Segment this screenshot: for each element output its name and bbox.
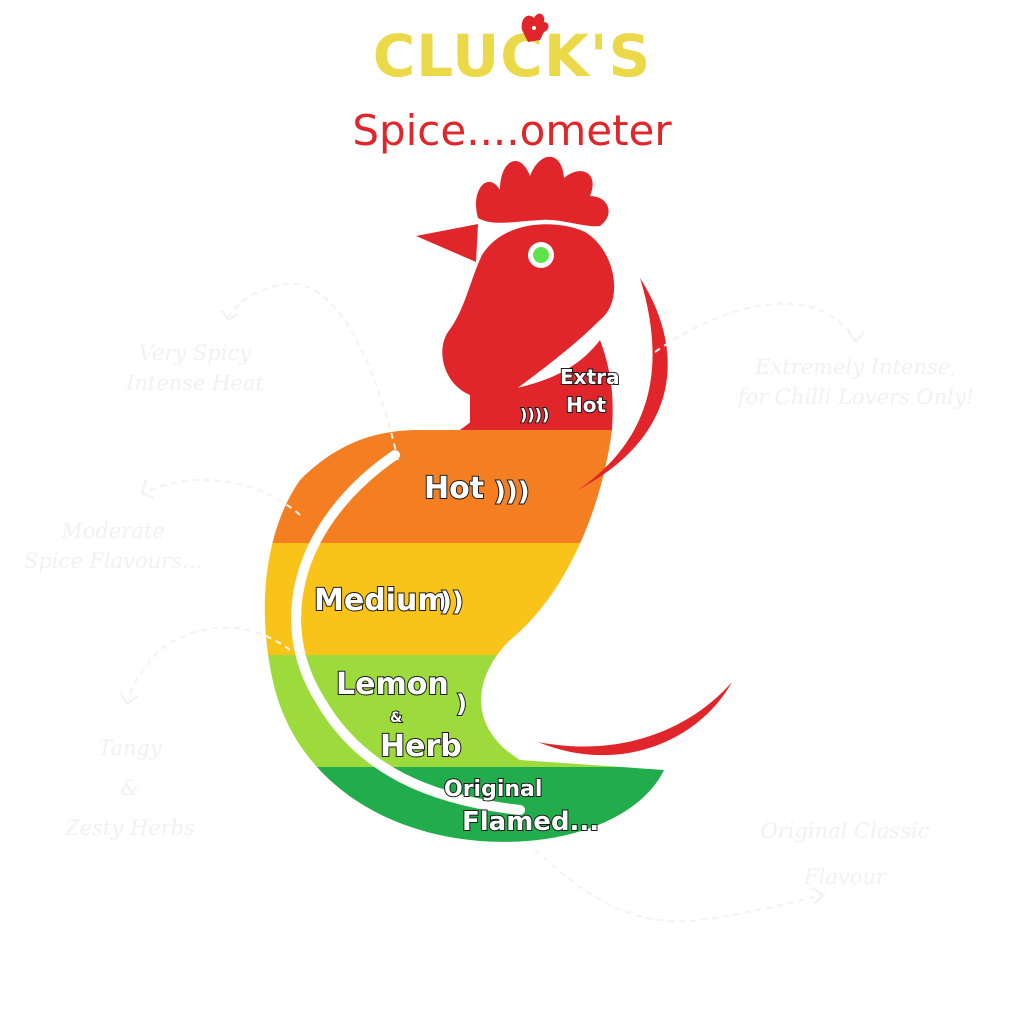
rooster-eye [533,247,549,263]
arrowhead-original [811,887,826,905]
rooster-neck [470,340,613,430]
rooster-comb [476,156,609,227]
page-title: Spice....ometer [352,106,672,155]
level-label-lemon: Lemon [336,667,449,702]
arrow-very-spicy [227,282,399,461]
arrowhead-extreme [847,331,865,344]
annotation-arrows [127,282,856,923]
arrow-extreme [654,302,856,353]
tail-feather [538,682,732,756]
level-label-herb: Herb [380,729,462,764]
brand-logo-text: CLUCK'S [372,22,652,90]
rooster-head [442,224,615,430]
note-moderate: Moderate Spice Flavours... [23,519,203,573]
arrow-heads [119,309,865,905]
note-original: Original Classic Flavour [760,819,930,889]
arrow-tangy [127,626,291,701]
arrow-moderate [149,478,301,516]
back-feather [578,278,668,490]
arrow-original [534,849,823,923]
level-label-extra-hot-line1: Extra [560,365,619,389]
level-label-medium: Medium [314,583,449,618]
level-label-ampersand: & [390,710,402,726]
level-marks-hot: ))) [494,477,530,507]
note-extreme: Extremely Intense, for Chilli Lovers Onl… [737,355,975,409]
note-tangy: Tangy & Zesty Herbs [65,736,195,840]
logo-rooster-icon [521,13,549,42]
level-label-original-line2: Flamed... [462,807,599,837]
body-swoosh-line [291,450,525,815]
level-label-hot: Hot [424,471,484,506]
level-marks-medium: )) [440,587,464,617]
level-label-original-line1: Original [444,777,542,802]
level-marks-extra-hot: )))) [520,405,549,424]
arrowhead-tangy [119,691,139,706]
note-very-spicy: Very Spicy Intense Heat [126,341,264,395]
rooster-beak [416,224,478,262]
arrowhead-moderate [140,479,155,499]
level-marks-lemon-herb: ) [456,690,467,718]
arrowhead-very-spicy [221,309,239,322]
level-label-extra-hot-line2: Hot [566,393,606,417]
